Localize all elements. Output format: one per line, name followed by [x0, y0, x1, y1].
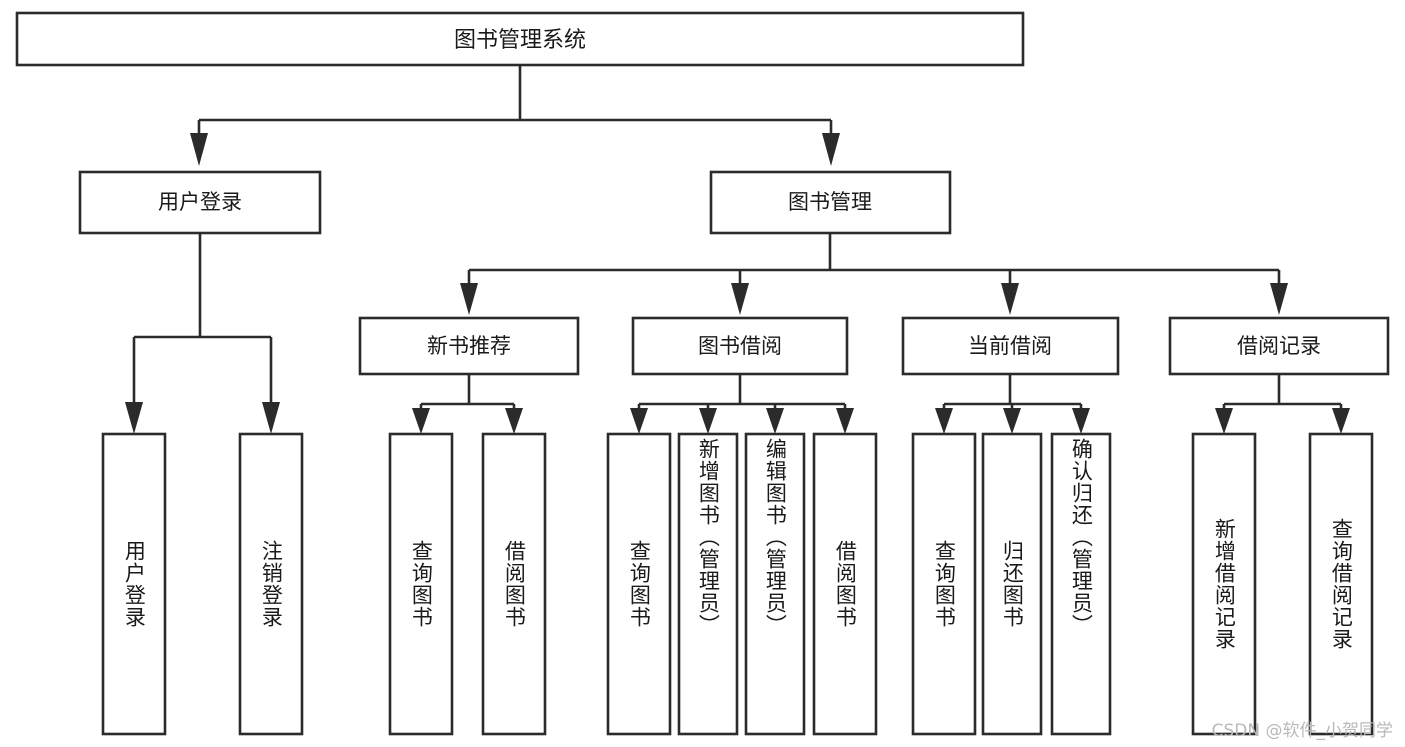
node-user-login[interactable]: 用户登录	[78, 170, 322, 235]
arrow-head-leaf-edit-book	[766, 408, 784, 434]
node-root[interactable]: 图书管理系统	[15, 11, 1025, 67]
node-root-label: 图书管理系统	[454, 28, 586, 53]
node-leaf-query-record-box[interactable]	[1308, 432, 1374, 736]
node-book-borrow-box	[631, 316, 849, 376]
node-current-borrow[interactable]: 当前借阅	[901, 316, 1120, 376]
node-current-borrow-box	[901, 316, 1120, 376]
node-borrow-record[interactable]: 借阅记录	[1168, 316, 1390, 376]
node-book-manage[interactable]: 图书管理	[709, 170, 952, 235]
node-current-borrow-label: 当前借阅	[968, 334, 1052, 358]
arrow-head-leaf-return-book	[1003, 408, 1021, 434]
node-user-login-label: 用户登录	[158, 190, 242, 214]
node-book-manage-label: 图书管理	[788, 190, 872, 214]
arrow-head-book-manage	[822, 133, 840, 166]
node-leaf-query-book-3-box[interactable]	[911, 432, 977, 736]
arrow-head-leaf-borrow-book-1	[505, 408, 523, 434]
node-new-book-rec-box	[358, 316, 580, 376]
arrow-head-borrow-record	[1270, 283, 1288, 315]
node-new-book-rec[interactable]: 新书推荐	[358, 316, 580, 376]
arrow-head-leaf-query-book-1	[412, 408, 430, 434]
node-leaf-borrow-book-1-box[interactable]	[481, 432, 547, 736]
node-root-box	[15, 11, 1025, 67]
arrow-head-leaf-query-book-3	[935, 408, 953, 434]
arrow-head-leaf-confirm-return	[1072, 408, 1090, 434]
arrow-head-leaf-add-record	[1215, 408, 1233, 434]
node-leaf-edit-book-box[interactable]	[744, 432, 806, 736]
node-borrow-record-box	[1168, 316, 1390, 376]
node-book-borrow-label: 图书借阅	[698, 334, 782, 358]
node-leaf-user-logout-box[interactable]	[238, 432, 304, 736]
node-new-book-rec-label: 新书推荐	[427, 334, 511, 358]
arrow-head-current-borrow	[1001, 283, 1019, 315]
arrow-head-leaf-user-login	[125, 402, 143, 434]
arrow-head-leaf-user-logout	[262, 402, 280, 434]
arrow-head-new-book-rec	[460, 283, 478, 315]
arrow-head-user-login	[190, 133, 208, 166]
node-leaf-query-book-1-box[interactable]	[388, 432, 454, 736]
node-leaf-user-login-box[interactable]	[101, 432, 167, 736]
watermark-text: CSDN @软件_小贺同学	[1211, 721, 1393, 741]
arrow-head-leaf-add-book	[699, 408, 717, 434]
node-leaf-add-book-box[interactable]	[677, 432, 739, 736]
node-leaf-borrow-book-2-box[interactable]	[812, 432, 878, 736]
node-leaf-return-book-box[interactable]	[981, 432, 1043, 736]
node-leaf-query-book-2-box[interactable]	[606, 432, 672, 736]
arrow-head-leaf-borrow-book-2	[836, 408, 854, 434]
node-borrow-record-label: 借阅记录	[1237, 334, 1321, 358]
node-leaf-confirm-return-box[interactable]	[1050, 432, 1112, 736]
node-leaf-add-record-box[interactable]	[1191, 432, 1257, 736]
arrow-head-leaf-query-record	[1332, 408, 1350, 434]
node-book-borrow[interactable]: 图书借阅	[631, 316, 849, 376]
arrow-head-leaf-query-book-2	[630, 408, 648, 434]
arrow-head-book-borrow	[731, 283, 749, 315]
node-book-manage-box	[709, 170, 952, 235]
